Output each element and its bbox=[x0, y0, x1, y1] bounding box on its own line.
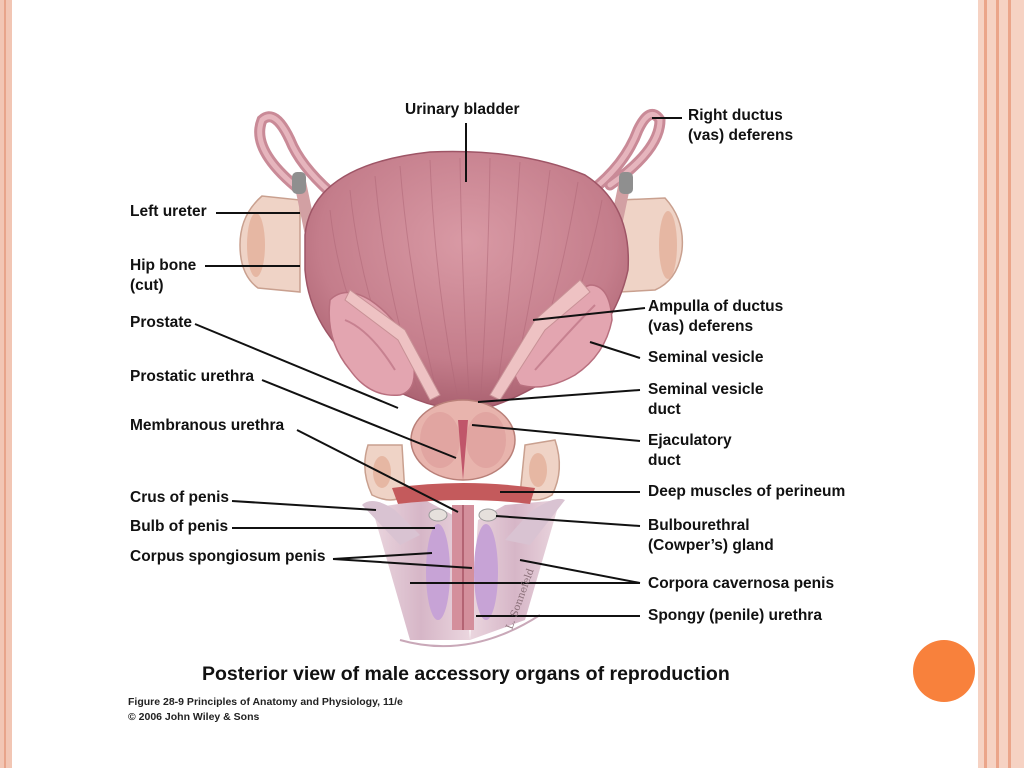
border-stripe bbox=[1008, 0, 1011, 768]
figure-credit-line1: Figure 28-9 Principles of Anatomy and Ph… bbox=[128, 696, 403, 708]
leader-lines bbox=[194, 117, 682, 617]
label-seminal-vesicle-duct-line2: duct bbox=[648, 401, 681, 418]
bulbourethral-glands bbox=[428, 508, 498, 522]
label-bulbourethral-line2: (Cowper’s) gland bbox=[648, 537, 774, 554]
label-prostatic-urethra: Prostatic urethra bbox=[130, 368, 255, 385]
label-corpora-cavernosa: Corpora cavernosa penis bbox=[648, 575, 835, 592]
hip-bone-right bbox=[619, 197, 684, 293]
label-prostate: Prostate bbox=[130, 314, 193, 331]
figure-caption: Posterior view of male accessory organs … bbox=[202, 663, 730, 685]
label-hip-bone-line1: Hip bone bbox=[130, 257, 197, 274]
label-spongy-urethra: Spongy (penile) urethra bbox=[648, 607, 822, 624]
prostate-gland bbox=[410, 399, 516, 481]
label-bulbourethral-line1: Bulbourethral bbox=[648, 517, 750, 534]
slide-left-border-line bbox=[4, 0, 6, 768]
label-right-ductus-line1: Right ductus bbox=[688, 107, 783, 124]
border-stripe bbox=[984, 0, 987, 768]
label-seminal-vesicle: Seminal vesicle bbox=[648, 349, 764, 366]
label-seminal-vesicle-duct-line1: Seminal vesicle bbox=[648, 381, 764, 398]
label-left-ureter: Left ureter bbox=[130, 203, 207, 220]
border-stripe bbox=[996, 0, 999, 768]
label-hip-bone-line2: (cut) bbox=[130, 277, 164, 294]
label-right-ductus-line2: (vas) deferens bbox=[688, 127, 794, 144]
slide-left-border bbox=[0, 0, 12, 768]
label-bulb-of-penis: Bulb of penis bbox=[130, 518, 229, 535]
ampulla-left bbox=[344, 289, 441, 401]
decorative-circle bbox=[913, 640, 975, 702]
label-crus-of-penis: Crus of penis bbox=[130, 489, 230, 506]
ductus-deferens-right bbox=[584, 109, 666, 198]
label-ampulla-line1: Ampulla of ductus bbox=[648, 298, 784, 315]
hip-bone-left bbox=[239, 195, 301, 293]
label-deep-muscles: Deep muscles of perineum bbox=[648, 483, 846, 500]
label-urinary-bladder: Urinary bladder bbox=[405, 101, 520, 118]
crus-right bbox=[505, 498, 565, 545]
figure-credit-line2: © 2006 John Wiley & Sons bbox=[128, 711, 260, 723]
ductus-deferens-left bbox=[254, 111, 336, 198]
label-membranous-urethra: Membranous urethra bbox=[130, 417, 285, 434]
crus-left bbox=[362, 501, 420, 545]
deep-muscles-perineum bbox=[392, 483, 535, 504]
label-ejaculatory-duct-line1: Ejaculatory bbox=[648, 432, 732, 449]
seminal-vesicle-left bbox=[328, 291, 415, 397]
label-ejaculatory-duct-line2: duct bbox=[648, 452, 681, 469]
label-corpus-spongiosum: Corpus spongiosum penis bbox=[130, 548, 326, 565]
label-ampulla-line2: (vas) deferens bbox=[648, 318, 754, 335]
ischial-right bbox=[519, 439, 561, 501]
